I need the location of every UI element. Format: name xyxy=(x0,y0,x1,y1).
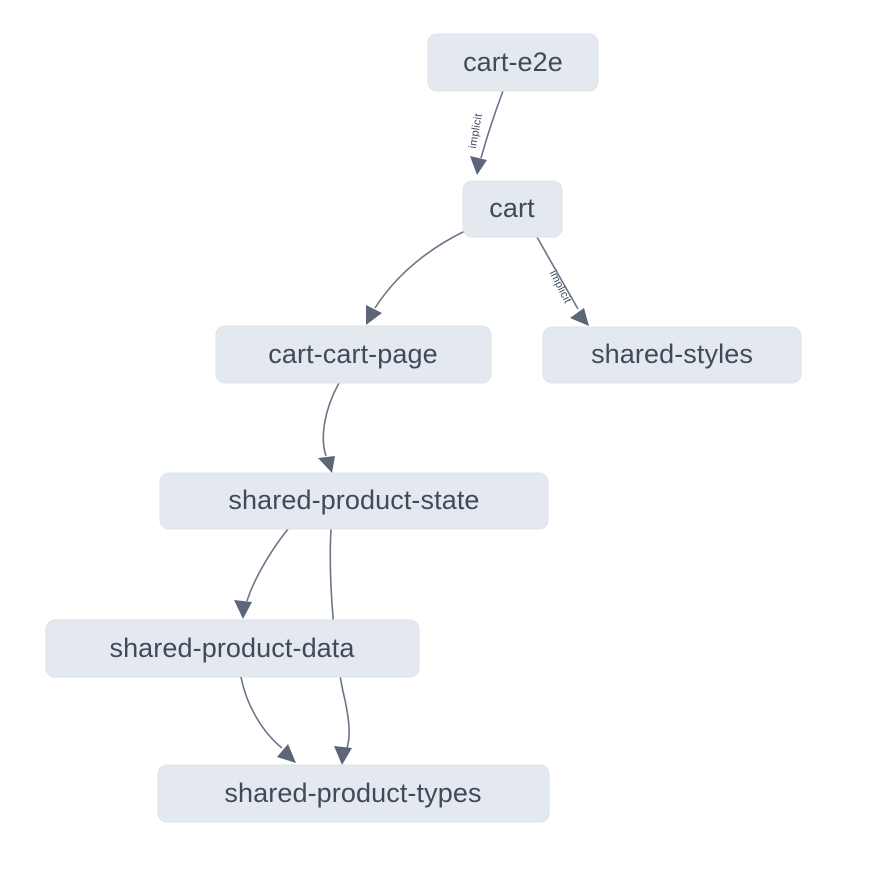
node-rect xyxy=(542,326,802,384)
edge-path xyxy=(246,528,289,602)
edge-cart-to-cart-cart-page[interactable] xyxy=(366,230,466,325)
arrowhead-icon xyxy=(234,600,252,619)
edge-label-text: implicit xyxy=(467,113,485,150)
edge-label-cart-to-shared-styles: implicit xyxy=(547,269,574,306)
node-label: cart-e2e xyxy=(463,47,563,77)
edge-path xyxy=(374,230,466,309)
node-rect xyxy=(215,325,492,384)
arrowhead-icon xyxy=(470,156,487,175)
node-rect xyxy=(157,764,550,823)
edge-layer-under xyxy=(234,90,589,765)
edge-shared-product-state-to-shared-product-types[interactable] xyxy=(329,528,352,765)
edge-label-text: implicit xyxy=(547,269,574,306)
node-rect xyxy=(159,472,549,530)
arrowhead-icon xyxy=(334,746,352,765)
arrowhead-icon xyxy=(318,456,335,473)
node-shared-product-data[interactable]: shared-product-data xyxy=(45,619,420,678)
node-rect xyxy=(462,180,563,238)
arrowhead-icon xyxy=(366,305,382,325)
edge-cart-e2e-to-cart[interactable] xyxy=(470,90,504,175)
node-label: shared-product-data xyxy=(109,633,355,663)
node-shared-product-types[interactable]: shared-product-types xyxy=(157,764,550,823)
edge-path xyxy=(240,676,283,749)
arrowhead-icon xyxy=(277,744,296,763)
node-label: shared-styles xyxy=(591,339,753,369)
node-shared-styles[interactable]: shared-styles xyxy=(542,326,802,384)
node-label: shared-product-state xyxy=(228,485,479,515)
arrowhead-icon xyxy=(570,308,589,326)
node-cart-cart-page[interactable]: cart-cart-page xyxy=(215,325,492,384)
node-label: cart xyxy=(489,193,535,223)
edge-cart-cart-page-to-shared-product-state[interactable] xyxy=(318,382,340,473)
node-rect xyxy=(45,619,420,678)
edge-path xyxy=(329,528,350,749)
node-label: cart-cart-page xyxy=(268,339,437,369)
node-cart-e2e[interactable]: cart-e2e xyxy=(427,33,599,92)
edge-shared-product-state-to-shared-product-data[interactable] xyxy=(234,528,289,619)
node-shared-product-state[interactable]: shared-product-state xyxy=(159,472,549,530)
edge-path xyxy=(322,382,340,457)
edge-cart-to-shared-styles[interactable] xyxy=(536,236,589,326)
node-label: shared-product-types xyxy=(224,778,481,808)
edge-path xyxy=(480,90,504,159)
node-layer: cart-e2e cart cart-cart-page shared-styl… xyxy=(45,33,802,823)
edge-layer-over xyxy=(240,676,296,763)
edge-shared-product-data-to-shared-product-types[interactable] xyxy=(240,676,296,763)
node-cart[interactable]: cart xyxy=(462,180,563,238)
edge-label-cart-e2e-to-cart: implicit xyxy=(467,113,485,150)
edge-path xyxy=(536,236,579,310)
node-rect xyxy=(427,33,599,92)
